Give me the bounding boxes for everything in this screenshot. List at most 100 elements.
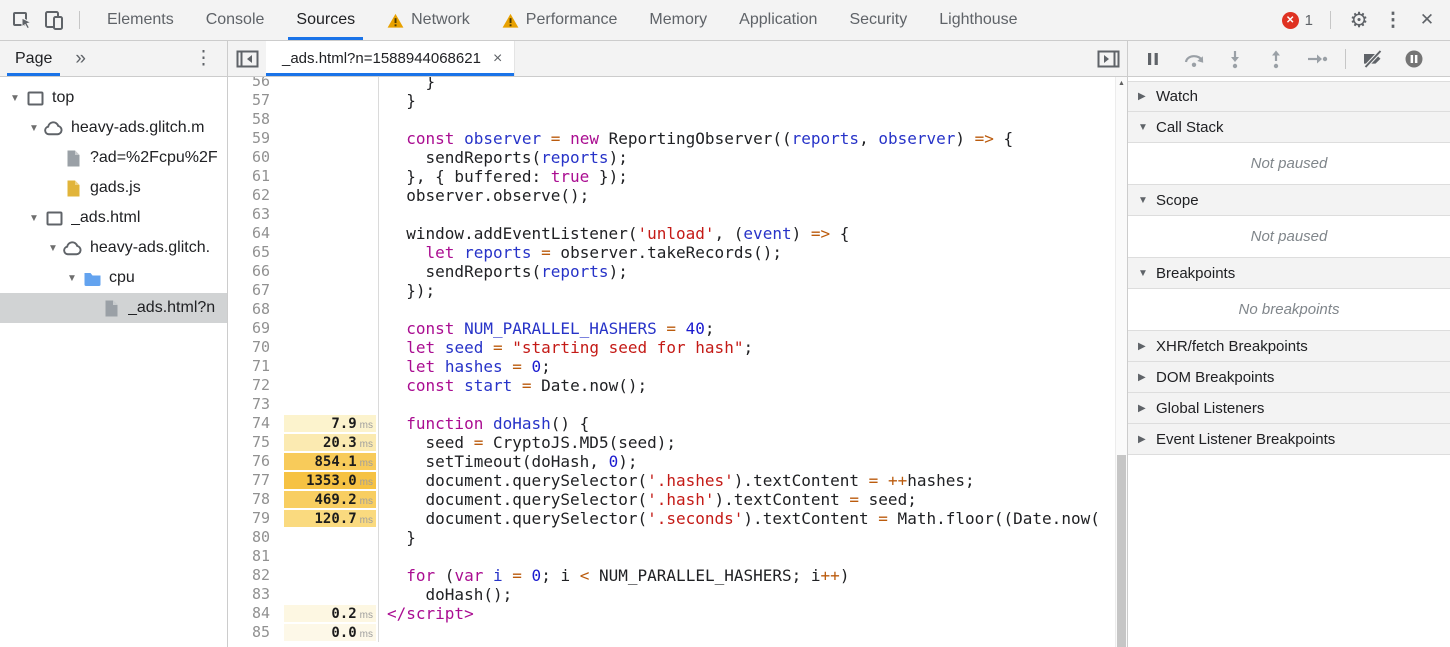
step-button[interactable] [1302,45,1332,73]
tab-sources[interactable]: Sources [280,0,371,40]
file-tab[interactable]: _ads.html?n=1588944068621 × [266,41,516,76]
tab-label: Elements [107,11,174,28]
step-over-button[interactable] [1179,45,1209,73]
expander-icon[interactable]: ▼ [29,122,39,134]
section-scope[interactable]: ▼Scope [1128,185,1450,216]
tree-item-ads-html-n[interactable]: _ads.html?n [0,293,227,323]
scrollbar-up-icon[interactable]: ▲ [1118,80,1125,87]
line-number[interactable]: 59 [251,129,270,147]
line-number[interactable]: 79 [251,509,270,527]
tab-close-icon[interactable]: × [492,49,503,67]
section-watch[interactable]: ▶Watch [1128,81,1450,112]
error-badge[interactable]: ✕ 1 [1281,11,1313,29]
perf-gutter [276,109,379,129]
expander-icon[interactable]: ▼ [10,92,20,104]
line-number[interactable]: 68 [251,300,270,318]
line-number[interactable]: 78 [251,490,270,508]
line-number[interactable]: 63 [251,205,270,223]
tab-network[interactable]: Network [371,0,486,40]
tab-security[interactable]: Security [833,0,923,40]
step-into-button[interactable] [1220,45,1250,73]
line-number[interactable]: 67 [251,281,270,299]
perf-gutter [276,90,379,110]
line-number[interactable]: 66 [251,262,270,280]
deactivate-breakpoints-button[interactable] [1358,45,1388,73]
line-number[interactable]: 62 [251,186,270,204]
line-number[interactable]: 60 [251,148,270,166]
perf-gutter [276,185,379,205]
code-text: sendReports(reports); [387,147,628,167]
tree-item-heavy-ads-glitch-m[interactable]: ▼heavy-ads.glitch.m [0,113,227,143]
tree-item-cpu[interactable]: ▼cpu [0,263,227,293]
line-number[interactable]: 77 [251,471,270,489]
line-number[interactable]: 69 [251,319,270,337]
line-number[interactable]: 82 [251,566,270,584]
section-xhr-fetch-breakpoints[interactable]: ▶XHR/fetch Breakpoints [1128,331,1450,362]
close-icon[interactable]: ✕ [1419,10,1435,29]
tab-page[interactable]: Page [0,41,67,76]
line-number[interactable]: 72 [251,376,270,394]
section-event-listener-breakpoints[interactable]: ▶Event Listener Breakpoints [1128,424,1450,455]
section-global-listeners[interactable]: ▶Global Listeners [1128,393,1450,424]
tab-label: Sources [296,11,356,28]
device-toolbar-icon[interactable] [38,5,70,35]
editor-scrollbar[interactable]: ▲ [1115,77,1127,647]
more-tabs-icon[interactable]: » [75,47,86,69]
expander-icon[interactable]: ▼ [48,242,58,254]
expander-icon[interactable]: ▼ [67,272,77,284]
section-status-text: Not paused [1128,216,1450,258]
more-menu-icon[interactable]: ⋮ [1383,9,1403,31]
tree-item-top[interactable]: ▼top [0,83,227,113]
tab-performance[interactable]: Performance [486,0,634,40]
tab-lighthouse[interactable]: Lighthouse [923,0,1033,40]
line-number[interactable]: 85 [251,623,270,641]
scrollbar-thumb[interactable] [1117,455,1126,647]
line-number[interactable]: 76 [251,452,270,470]
tab-memory[interactable]: Memory [633,0,723,40]
section-call-stack[interactable]: ▼Call Stack [1128,112,1450,143]
tab-application[interactable]: Application [723,0,833,40]
line-number[interactable]: 81 [251,547,270,565]
pause-button[interactable] [1138,45,1168,73]
toggle-debugger-sidebar-icon[interactable] [1089,41,1127,76]
pause-on-exceptions-button[interactable] [1399,45,1429,73]
code-text: } [387,90,416,110]
line-number[interactable]: 71 [251,357,270,375]
tree-item-ad-2fcpu-2f[interactable]: ?ad=%2Fcpu%2F [0,143,227,173]
line-number[interactable]: 65 [251,243,270,261]
tab-elements[interactable]: Elements [91,0,190,40]
line-number[interactable]: 64 [251,224,270,242]
line-number[interactable]: 70 [251,338,270,356]
section-breakpoints[interactable]: ▼Breakpoints [1128,258,1450,289]
code-text: document.querySelector('.seconds').textC… [387,508,1100,528]
tab-console[interactable]: Console [190,0,281,40]
section-dom-breakpoints[interactable]: ▶DOM Breakpoints [1128,362,1450,393]
line-number[interactable]: 84 [251,604,270,622]
settings-gear-icon[interactable]: ⚙ [1349,8,1369,32]
line-number[interactable]: 80 [251,528,270,546]
line-number[interactable]: 73 [251,395,270,413]
line-number[interactable]: 83 [251,585,270,603]
step-out-button[interactable] [1261,45,1291,73]
perf-gutter [276,527,379,547]
line-number[interactable]: 56 [251,77,270,90]
navigator-menu-icon[interactable]: ⋮ [194,48,213,69]
line-number[interactable]: 57 [251,91,270,109]
line-number[interactable]: 58 [251,110,270,128]
chevron-down-icon: ▼ [1138,121,1148,133]
expander-icon[interactable]: ▼ [29,212,39,224]
line-number[interactable]: 74 [251,414,270,432]
hide-navigator-icon[interactable] [228,41,266,76]
tree-item-heavy-ads-glitch[interactable]: ▼heavy-ads.glitch. [0,233,227,263]
line-number[interactable]: 75 [251,433,270,451]
inspect-icon[interactable] [6,5,38,35]
tree-item-ads-html[interactable]: ▼_ads.html [0,203,227,233]
code-text: } [387,527,416,547]
tree-item-gads-js[interactable]: gads.js [0,173,227,203]
line-number[interactable]: 61 [251,167,270,185]
